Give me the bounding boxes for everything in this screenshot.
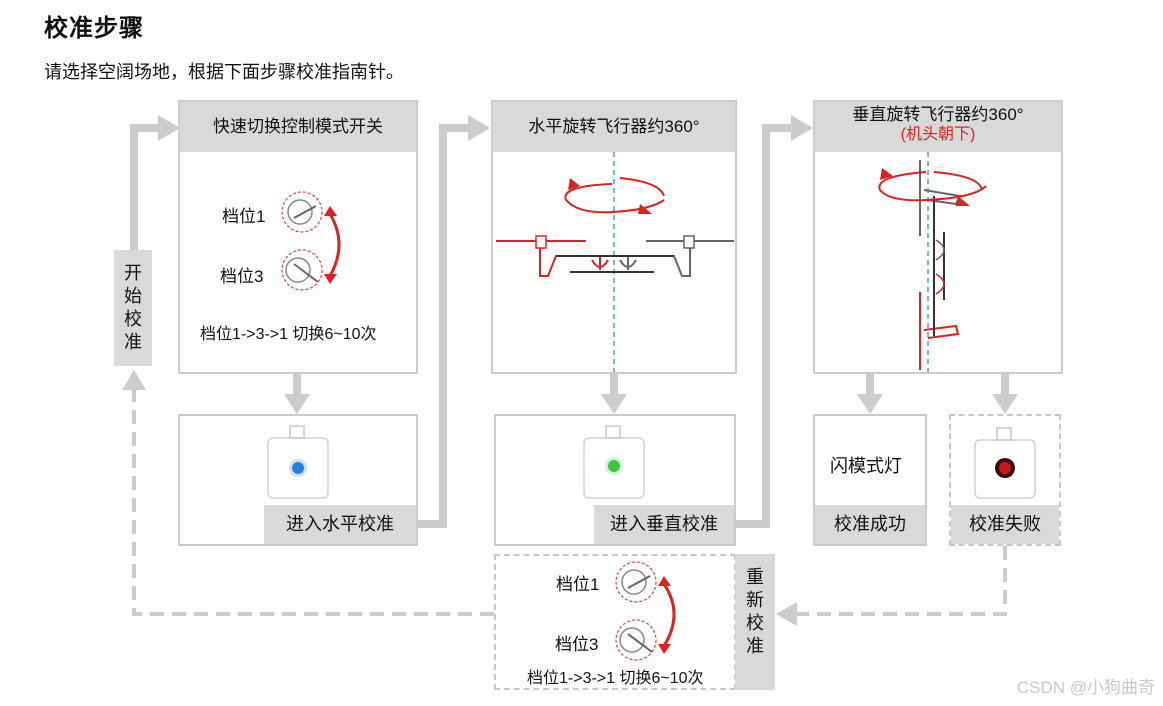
watermark: CSDN @小狗曲奇	[1016, 678, 1155, 697]
page-subtitle: 请选择空阔场地，根据下面步骤校准指南针。	[44, 62, 404, 82]
step3-header: 垂直旋转飞行器约360° (机头朝下)	[815, 102, 1061, 152]
step3-header-note: (机头朝下)	[900, 126, 976, 143]
led-blue-indicator	[292, 462, 304, 474]
result1-to-step2-arrow	[418, 124, 470, 528]
result2-to-step3-arrow	[736, 124, 793, 528]
enter-horizontal-calibration-label: 进入水平校准	[264, 505, 416, 544]
recal-switch-pos3-icon	[615, 619, 657, 661]
start-arrow	[130, 124, 160, 250]
calibration-success-label: 校准成功	[815, 505, 925, 544]
switch-toggle-arrow	[328, 213, 341, 277]
led-red-indicator	[999, 462, 1011, 474]
recal-to-start-line	[132, 388, 494, 616]
start-arrowhead	[158, 115, 180, 141]
step1-instruction: 档位1->3->1 切换6~10次	[200, 326, 377, 343]
fail-to-recal-line	[795, 546, 1007, 616]
step2-header: 水平旋转飞行器约360°	[493, 102, 735, 152]
recal-pos1-label: 档位1	[556, 575, 600, 594]
recal-switch-toggle-arrow	[662, 583, 676, 647]
drone-horizontal-icon	[496, 235, 734, 277]
calibration-fail-label: 校准失败	[951, 505, 1059, 544]
page-title: 校准步骤	[44, 15, 144, 42]
recalibrate-label: 重新校准	[735, 554, 775, 690]
step1-pos3-label: 档位3	[220, 267, 264, 286]
recal-pos3-label: 档位3	[555, 635, 599, 654]
enter-vertical-calibration-label: 进入垂直校准	[594, 505, 734, 544]
step2-down-arrowhead	[601, 394, 627, 414]
vertical-rotation-arrow	[878, 171, 987, 202]
recal-switch-pos1-icon	[615, 561, 657, 603]
switch-pos3-icon	[281, 249, 323, 291]
recalibrate-text: 重新校准	[746, 567, 764, 656]
start-calibration-label: 开始校准	[114, 250, 152, 366]
start-calibration-text: 开始校准	[124, 263, 142, 352]
result2-to-step3-arrowhead	[791, 115, 813, 141]
step1-header: 快速切换控制模式开关	[180, 102, 416, 152]
step3-fail-arrowhead	[992, 394, 1018, 414]
step3-header-title: 垂直旋转飞行器约360°	[852, 105, 1024, 124]
result1-to-step2-arrowhead	[468, 115, 490, 141]
recalibrate-panel	[494, 554, 736, 690]
recal-to-start-arrowhead	[122, 370, 146, 390]
fail-to-recal-arrowhead	[776, 602, 797, 626]
step3-success-arrowhead	[857, 394, 883, 414]
switch-pos1-icon	[281, 191, 323, 233]
recal-instruction: 档位1->3->1 切换6~10次	[527, 670, 704, 687]
step1-pos1-label: 档位1	[222, 207, 266, 226]
flash-mode-light-text: 闪模式灯	[830, 456, 902, 476]
step1-down-arrowhead	[284, 394, 310, 414]
led-green-indicator	[608, 460, 620, 472]
